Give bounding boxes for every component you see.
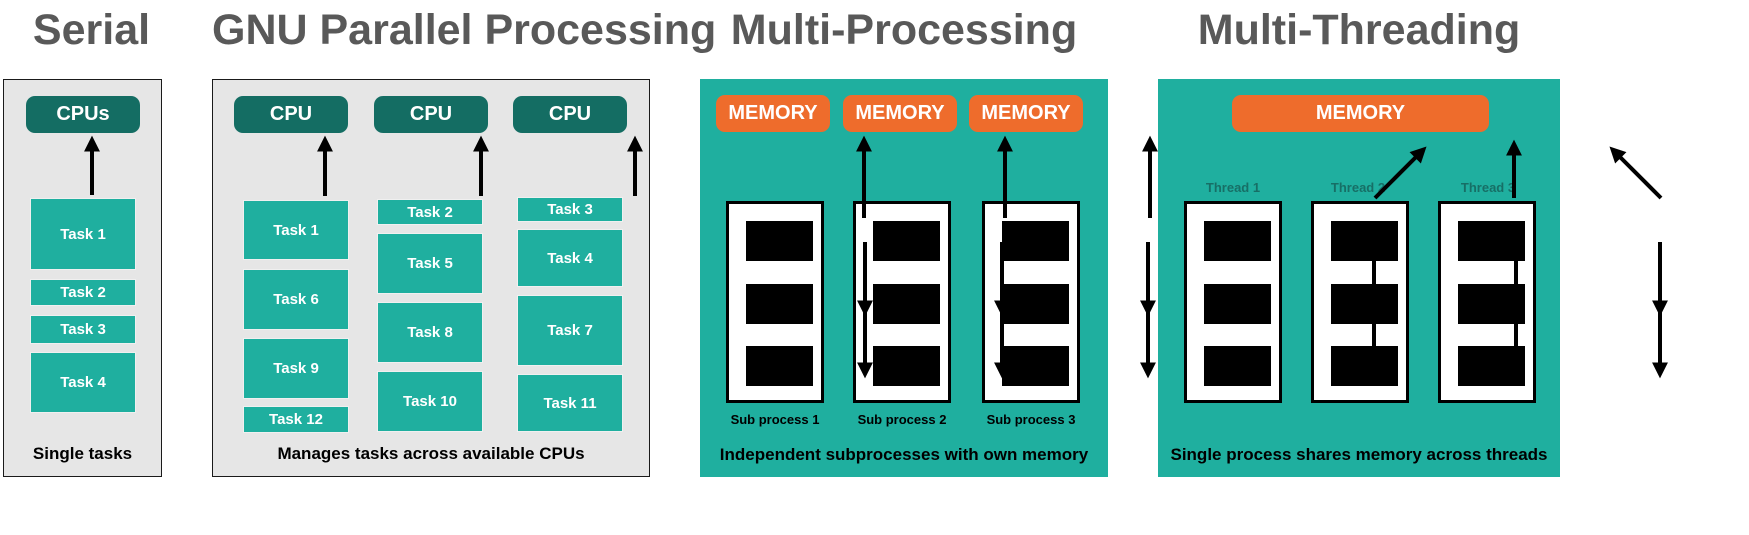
thread-step-block [1331, 221, 1398, 261]
gnu-task: Task 1 [243, 200, 349, 260]
multiproc-memory-box: MEMORY [969, 95, 1083, 132]
thread-step-block [1204, 346, 1271, 386]
shared-memory-box: MEMORY [1232, 95, 1489, 132]
thread-step-block [1331, 346, 1398, 386]
gnu-task: Task 9 [243, 338, 349, 399]
thread-box [1311, 201, 1409, 403]
subprocess-box [853, 201, 951, 403]
thread-label: Thread 1 [1205, 180, 1261, 195]
gnu-cpu-box: CPU [513, 96, 627, 133]
multiproc-caption: Independent subprocesses with own memory [719, 445, 1089, 464]
gnu-task: Task 4 [517, 229, 623, 287]
process-step-block [873, 284, 940, 324]
gnu-panel: CPU CPU CPU Task 1 Task 6 Task 9 Task 12… [212, 79, 650, 477]
subprocess-label: Sub process 2 [857, 412, 947, 427]
process-step-block [873, 221, 940, 261]
serial-caption: Single tasks [32, 444, 133, 463]
serial-cpu-box: CPUs [26, 96, 140, 133]
gnu-cpu-box: CPU [374, 96, 488, 133]
serial-panel: CPUs Task 1 Task 2 Task 3 Task 4 Single … [3, 79, 162, 477]
serial-task: Task 2 [30, 279, 136, 306]
gnu-task: Task 11 [517, 374, 623, 432]
process-step-block [1002, 346, 1069, 386]
process-step-block [873, 346, 940, 386]
gnu-task: Task 8 [377, 302, 483, 363]
process-step-block [746, 284, 813, 324]
thread-step-block [1331, 284, 1398, 324]
process-step-block [746, 221, 813, 261]
thread-label: Thread 2 [1330, 180, 1386, 195]
subprocess-label: Sub process 1 [730, 412, 820, 427]
subprocess-label: Sub process 3 [986, 412, 1076, 427]
thread-box [1438, 201, 1536, 403]
gnu-task: Task 12 [243, 406, 349, 433]
gnu-task: Task 5 [377, 233, 483, 294]
gnu-task: Task 7 [517, 295, 623, 366]
subprocess-box [982, 201, 1080, 403]
process-step-block [746, 346, 813, 386]
title-gnu-parallel: GNU Parallel Processing [212, 6, 717, 54]
multithread-panel: MEMORY Thread 1 Thread 2 Thread 3 Single… [1158, 79, 1560, 477]
process-step-block [1002, 284, 1069, 324]
title-multi-threading: Multi-Threading [1197, 6, 1521, 54]
thread-step-block [1458, 284, 1525, 324]
multiproc-memory-box: MEMORY [843, 95, 957, 132]
thread-step-block [1204, 284, 1271, 324]
title-serial: Serial [32, 6, 151, 54]
thread-label: Thread 3 [1460, 180, 1516, 195]
gnu-task: Task 10 [377, 371, 483, 432]
serial-task: Task 3 [30, 315, 136, 344]
gnu-cpu-box: CPU [234, 96, 348, 133]
gnu-task: Task 6 [243, 269, 349, 330]
multiproc-panel: MEMORY MEMORY MEMORY Sub process 1 Sub p… [700, 79, 1108, 477]
gnu-task: Task 3 [517, 197, 623, 222]
subprocess-box [726, 201, 824, 403]
arrow-diagonal [1609, 146, 1663, 200]
multiproc-memory-box: MEMORY [716, 95, 830, 132]
serial-task: Task 1 [30, 198, 136, 270]
thread-step-block [1458, 221, 1525, 261]
multithread-caption: Single process shares memory across thre… [1170, 445, 1548, 464]
gnu-caption: Manages tasks across available CPUs [277, 444, 585, 463]
serial-task: Task 4 [30, 352, 136, 413]
gnu-task: Task 2 [377, 199, 483, 225]
process-step-block [1002, 221, 1069, 261]
thread-box [1184, 201, 1282, 403]
thread-step-block [1204, 221, 1271, 261]
thread-step-block [1458, 346, 1525, 386]
title-multi-processing: Multi-Processing [730, 6, 1078, 54]
